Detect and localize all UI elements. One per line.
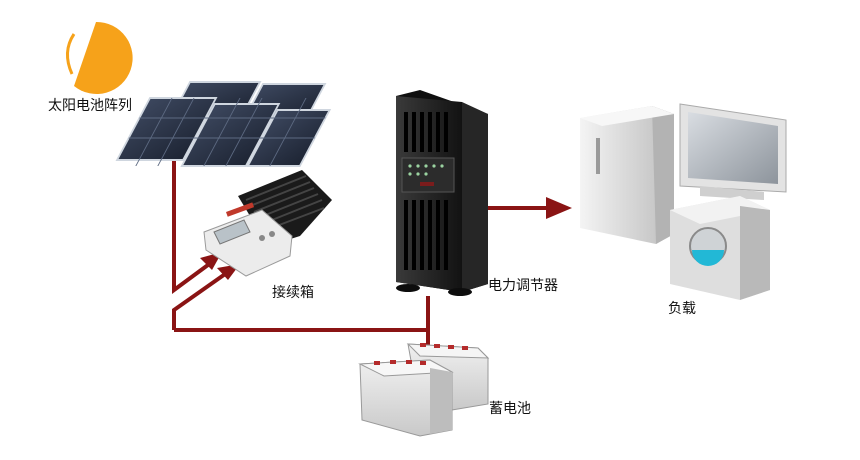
solar-array-label: 太阳电池阵列 — [48, 95, 132, 115]
monitor-icon — [680, 104, 786, 200]
battery-label: 蓄电池 — [489, 398, 531, 418]
washing-machine-icon — [670, 196, 770, 300]
junction-box-label: 接续箱 — [272, 282, 314, 302]
junction-box-icon — [204, 170, 332, 276]
load-label: 负载 — [668, 298, 696, 318]
bus-to-junction-line — [174, 272, 228, 330]
sun-icon — [67, 22, 132, 94]
arrow-into-load — [546, 197, 572, 219]
power-regulator-label: 电力调节器 — [488, 275, 558, 295]
panel-to-junction-line — [174, 155, 212, 290]
solar-panel-icon — [114, 82, 336, 166]
battery-icon — [360, 343, 488, 436]
power-regulator-icon — [396, 90, 488, 296]
refrigerator-icon — [580, 106, 674, 244]
